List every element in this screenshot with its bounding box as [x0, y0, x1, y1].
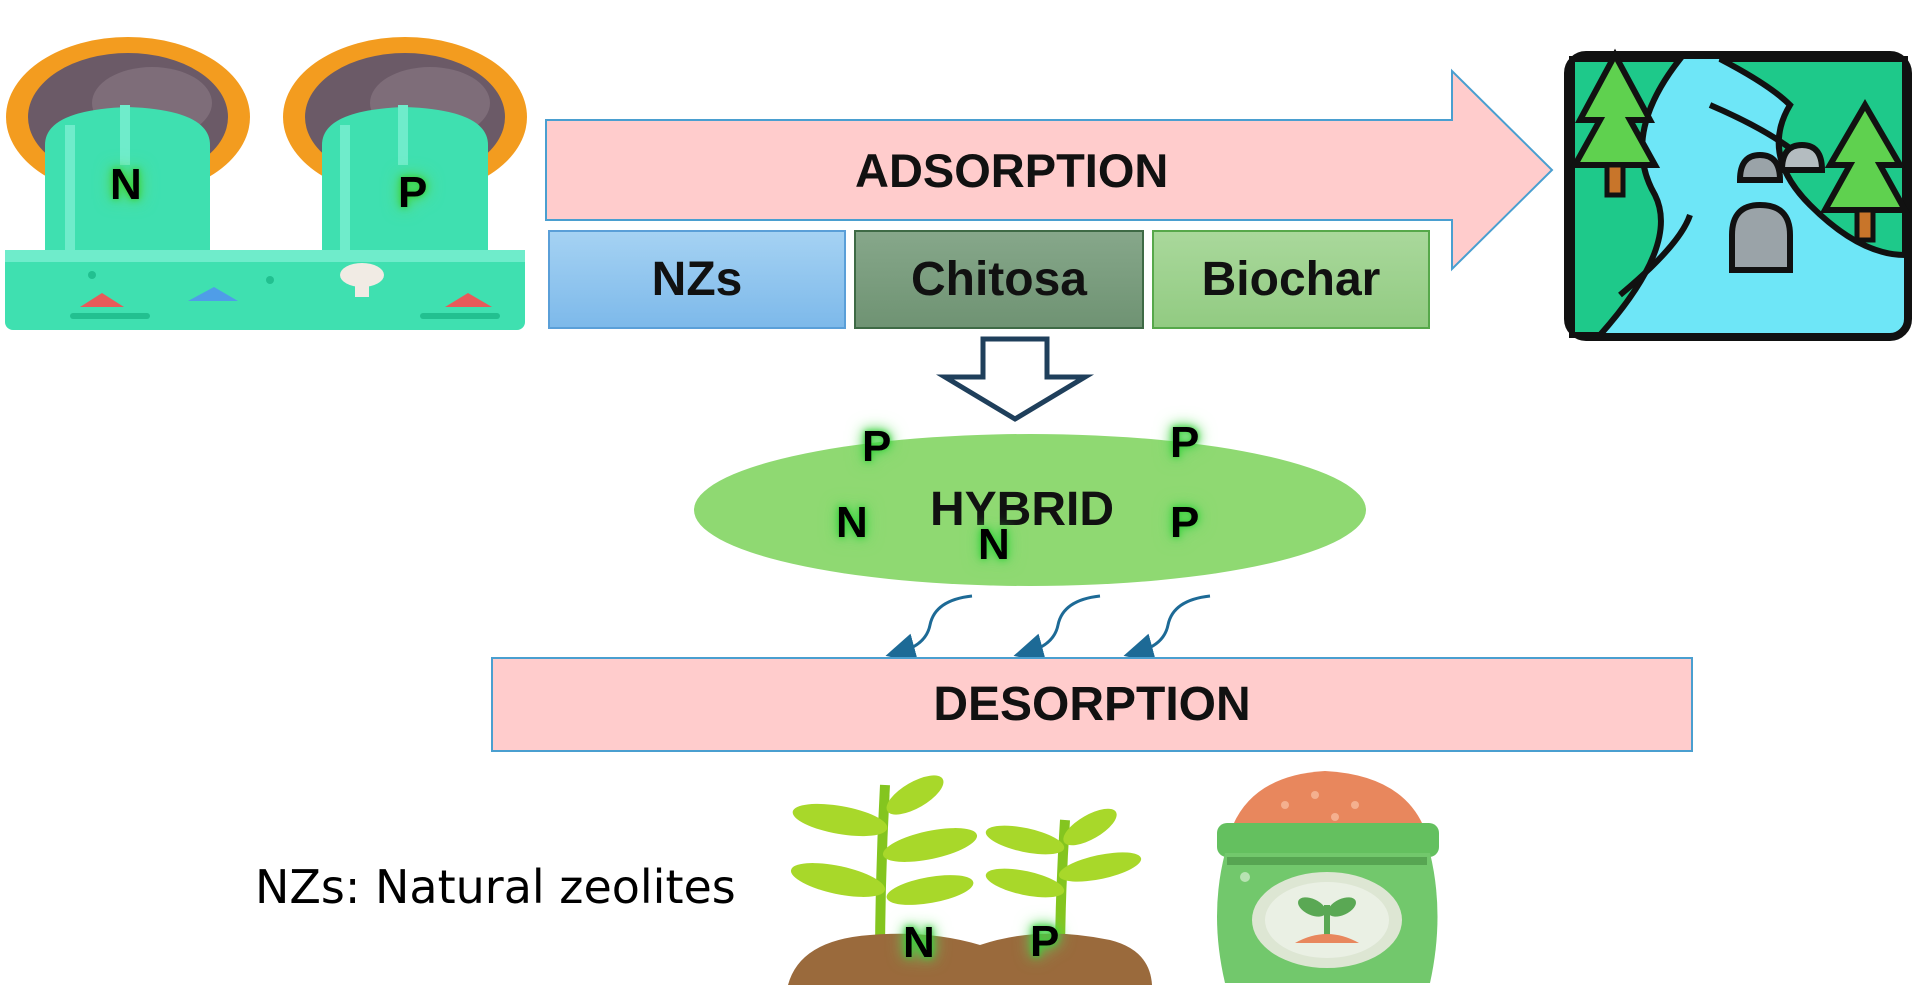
- hybrid-nutrient-n2: N: [978, 520, 1010, 569]
- adsorption-label: ADSORPTION: [855, 144, 1169, 197]
- material-nzs: NZs: [548, 230, 846, 329]
- plant-p-label: P: [1030, 917, 1060, 966]
- material-nzs-label: NZs: [651, 253, 743, 306]
- desorption-label: DESORPTION: [933, 678, 1251, 731]
- wastewater-n-label: N: [110, 160, 142, 209]
- down-arrow-to-hybrid: [935, 336, 1095, 422]
- river-landscape-icon: [1564, 48, 1912, 341]
- material-chitosa-label: Chitosa: [910, 253, 1087, 306]
- material-biochar: Biochar: [1152, 230, 1430, 329]
- hybrid-nutrient-p3: P: [1170, 498, 1200, 547]
- hybrid-nutrient-n1: N: [836, 498, 868, 547]
- material-chitosa: Chitosa: [854, 230, 1144, 329]
- hybrid-label: HYBRID: [930, 483, 1115, 536]
- fertilizer-bag-icon: [1217, 771, 1439, 983]
- adsorption-arrow: [545, 68, 1554, 272]
- hybrid-nutrient-p2: P: [1170, 418, 1200, 467]
- plant-n-label: N: [903, 918, 935, 967]
- plants-illustration: [788, 775, 1152, 985]
- hybrid-ellipse: [694, 434, 1366, 586]
- abbreviation-note: NZs: Natural zeolites: [255, 860, 736, 914]
- hybrid-nutrient-p1: P: [862, 422, 892, 471]
- wastewater-tanks-illustration: [5, 37, 527, 330]
- release-arrows: [885, 594, 1211, 663]
- material-biochar-label: Biochar: [1201, 253, 1381, 306]
- desorption-bar: DESORPTION: [491, 657, 1693, 752]
- wastewater-p-label: P: [398, 168, 428, 217]
